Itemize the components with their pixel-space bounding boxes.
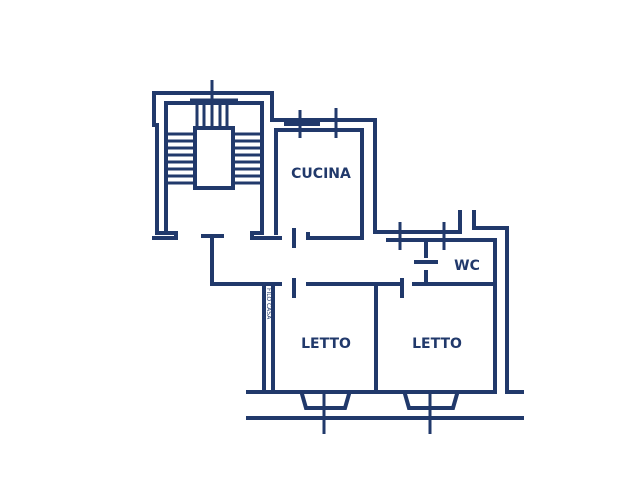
bedroom-and-wc-walls — [246, 210, 524, 434]
stairwell — [152, 80, 282, 240]
room-label-kitchen: CUCINA — [291, 166, 351, 182]
kitchen-walls — [270, 108, 462, 248]
note-filo-casa: FILO CASA — [265, 288, 272, 320]
room-label-bedroom-1: LETTO — [301, 336, 351, 352]
stair-steps-left — [166, 132, 195, 185]
corridor-walls — [201, 234, 404, 298]
room-label-wc: WC — [454, 258, 480, 274]
stair-steps-right — [233, 132, 262, 185]
room-label-bedroom-2: LETTO — [412, 336, 462, 352]
